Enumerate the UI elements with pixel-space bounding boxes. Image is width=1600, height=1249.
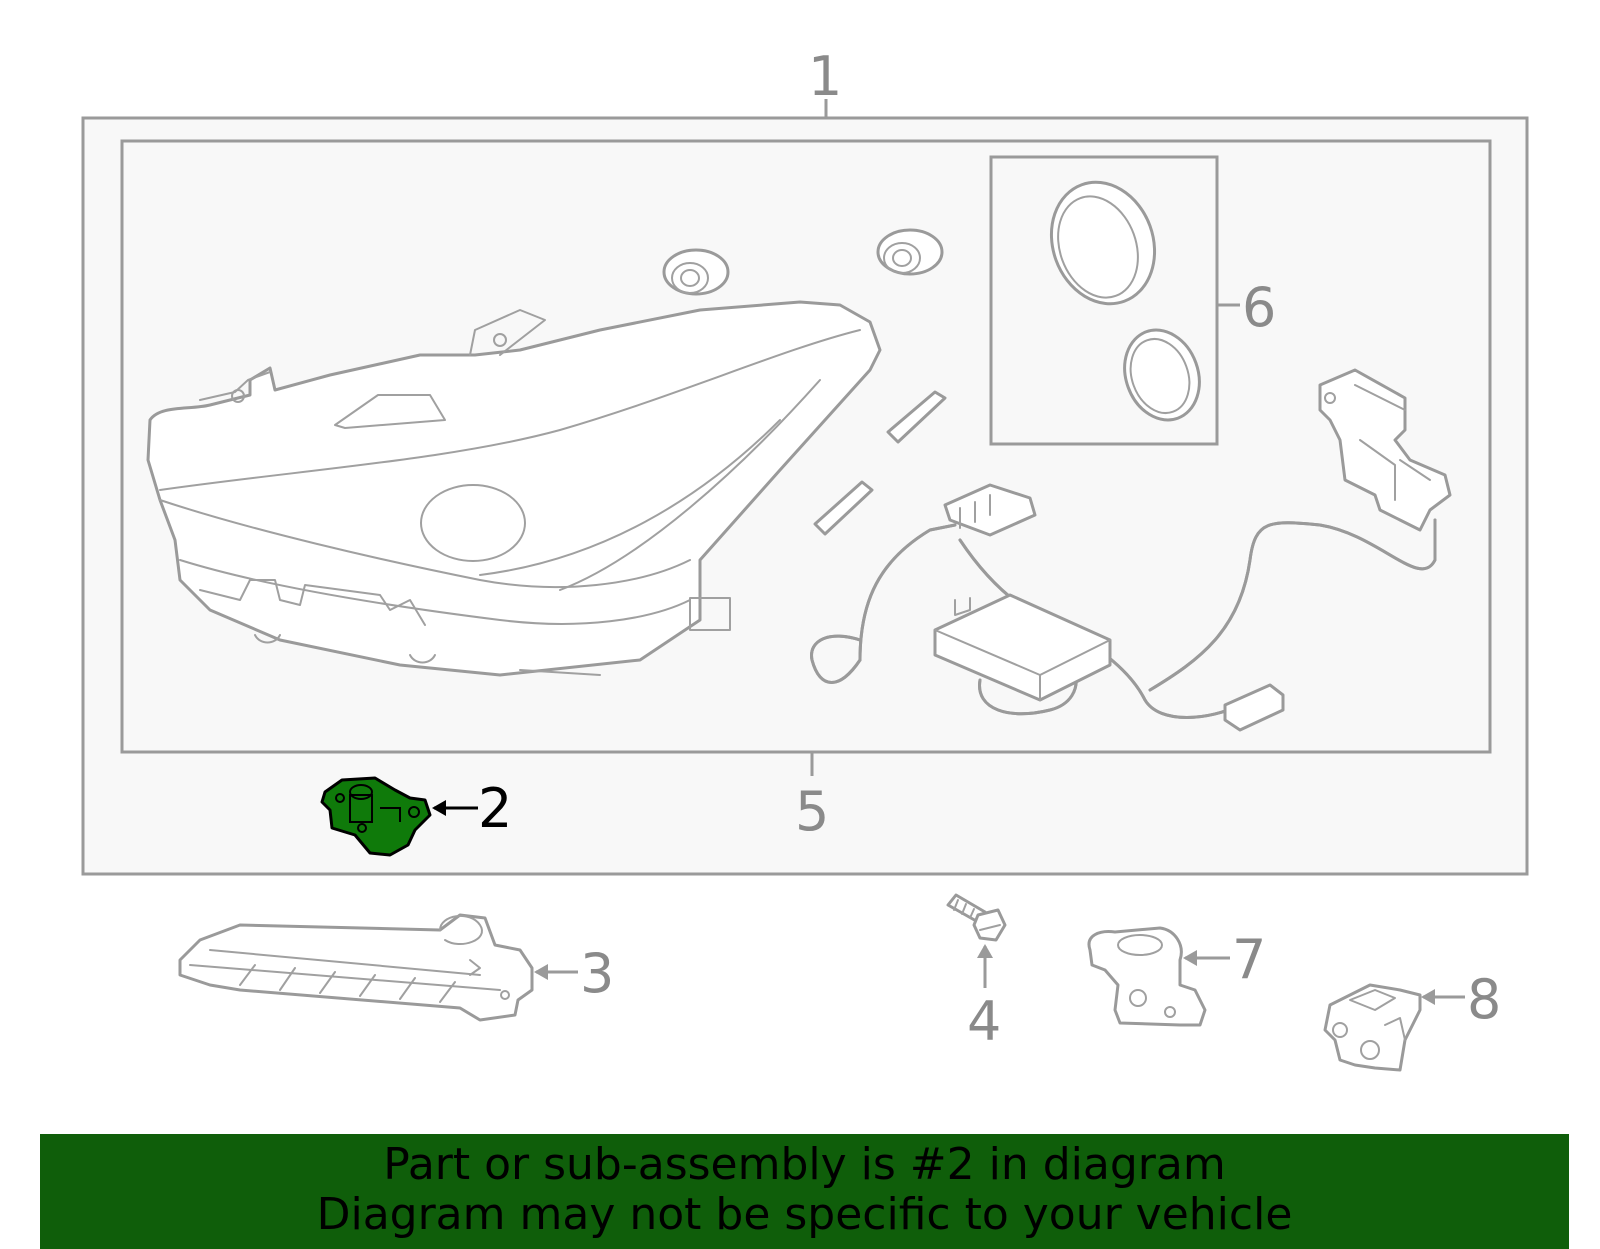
part-7 xyxy=(1087,926,1207,1027)
callout-5: 5 xyxy=(795,780,829,843)
bushing-right xyxy=(876,228,944,276)
banner-line-2: Diagram may not be specific to your vehi… xyxy=(316,1189,1293,1240)
arrow-7 xyxy=(1183,950,1230,966)
part-4 xyxy=(946,893,1007,942)
arrow-4 xyxy=(977,944,993,988)
info-banner: Part or sub-assembly is #2 in diagram Di… xyxy=(40,1134,1569,1249)
bulb-large xyxy=(1049,180,1157,306)
bushing-left xyxy=(662,248,730,296)
callout-3: 3 xyxy=(580,942,614,1005)
callout-4: 4 xyxy=(967,990,1001,1053)
arrow-2 xyxy=(432,800,478,816)
callout-2[interactable]: 2 xyxy=(478,777,512,840)
callout-8: 8 xyxy=(1467,968,1501,1031)
part-3 xyxy=(178,913,534,1022)
part-8 xyxy=(1323,983,1422,1072)
part-2-highlighted[interactable] xyxy=(320,776,432,857)
bulb-small xyxy=(1123,328,1201,422)
connector-bracket xyxy=(1318,368,1452,532)
headlamp-housing xyxy=(146,300,882,677)
light-strip-upper xyxy=(886,390,947,444)
callout-1: 1 xyxy=(808,45,842,108)
arrow-3 xyxy=(534,964,578,980)
light-strip-lower xyxy=(813,480,874,536)
callout-6: 6 xyxy=(1242,276,1276,339)
wiring-harness xyxy=(810,483,1437,732)
banner-line-1: Part or sub-assembly is #2 in diagram xyxy=(383,1139,1226,1190)
arrow-8 xyxy=(1421,989,1465,1005)
callout-7: 7 xyxy=(1232,928,1266,991)
